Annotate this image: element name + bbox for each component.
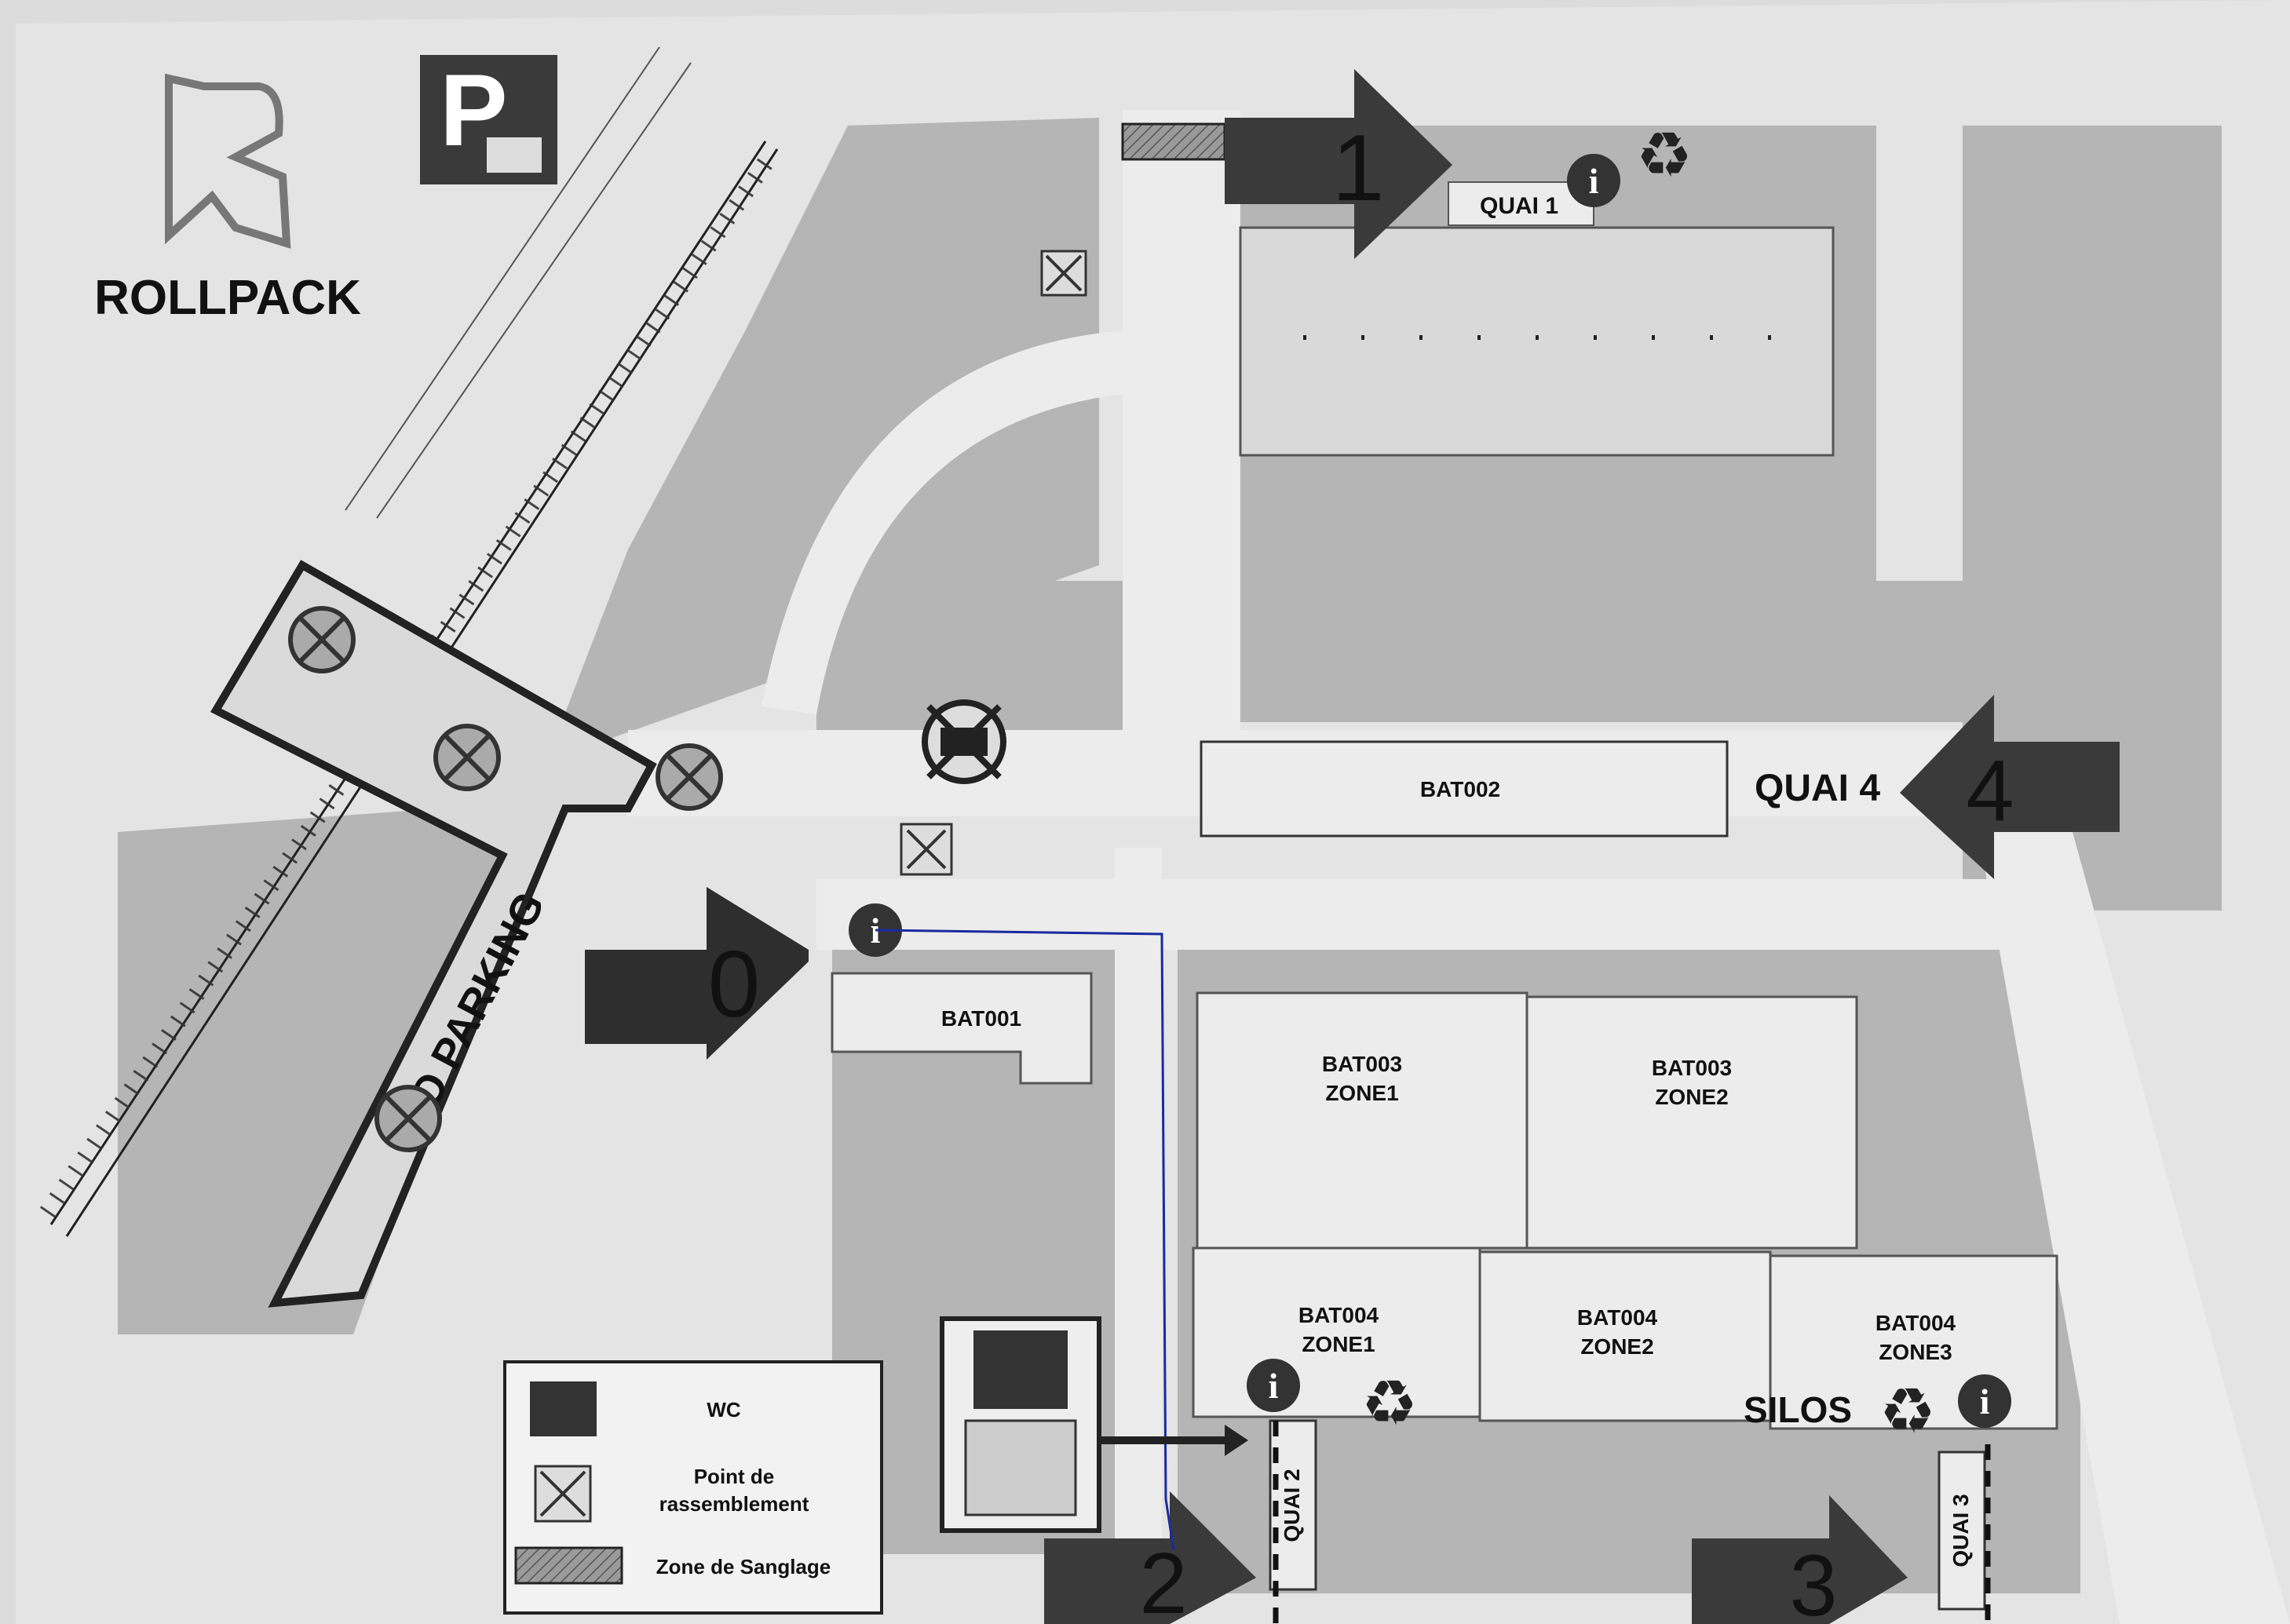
- recycle-icons: ♻ ♻ ♻: [1361, 119, 1936, 1447]
- svg-text:i: i: [1980, 1381, 1990, 1421]
- svg-text:i: i: [1269, 1366, 1279, 1406]
- info-icon: i: [1247, 1359, 1300, 1412]
- quai-3-area: [1938, 1451, 1986, 1611]
- bat002-label: BAT002: [1420, 777, 1500, 801]
- terrain-west: [118, 808, 534, 1334]
- bat001-label: BAT001: [941, 1006, 1021, 1031]
- quai-4-label: QUAI 4: [1755, 768, 1880, 809]
- strapping-zone: [1121, 122, 1226, 161]
- info-icon: i: [1567, 154, 1620, 207]
- bat003-zone1-line1: BAT003: [1322, 1052, 1402, 1076]
- road-curve: [762, 330, 1138, 714]
- wc-icon: [973, 1330, 1068, 1409]
- north-building: [1239, 226, 1835, 457]
- road-east-diagonal: [1978, 832, 2290, 1624]
- no-stopping-icon: [374, 1085, 442, 1152]
- road-south-vertical: [1115, 848, 1162, 1624]
- entrance-arrow-4: 4: [1900, 695, 2120, 879]
- entrance-arrow-2: 2: [1044, 1491, 1256, 1624]
- quai-1-label: QUAI 1: [1480, 193, 1558, 219]
- info-icon: i: [1958, 1374, 2011, 1428]
- bat003-zone1-building: [1196, 991, 1528, 1250]
- no-stopping-icon: [656, 743, 723, 811]
- bat004-zone2-line2: ZONE2: [1580, 1334, 1653, 1359]
- brand-name: ROLLPACK: [94, 271, 361, 325]
- legend-wc-icon: [530, 1381, 597, 1436]
- bat003-zone1-line2: ZONE1: [1325, 1081, 1398, 1105]
- entrance-arrow-1: 1: [1225, 69, 1452, 259]
- evacuation-route-line: [875, 929, 1175, 1551]
- entrance-arrow-0: 0: [585, 887, 809, 1060]
- no-truck-parking-icon: [922, 699, 1006, 784]
- legend-assembly-point-icon: [534, 1465, 592, 1523]
- quai-2-label: QUAI 2: [1280, 1469, 1304, 1542]
- terrain-bat002-area: [1178, 581, 2002, 722]
- entrance-arrow-3: 3: [1692, 1495, 1908, 1624]
- bat004-zone2-line1: BAT004: [1577, 1305, 1658, 1330]
- road-mid: [816, 879, 2057, 950]
- bat004-zone1-building: [1192, 1246, 1481, 1418]
- roads: [628, 110, 2290, 1624]
- legend-strapping-zone-icon: [514, 1546, 623, 1585]
- bat004-zone3-line1: BAT004: [1875, 1311, 1956, 1335]
- entrance-4-number: 4: [1966, 743, 2014, 839]
- entrance-2-number: 2: [1139, 1535, 1187, 1624]
- assembly-point-icon: [1040, 250, 1087, 297]
- no-stopping-signs: [288, 606, 723, 1152]
- quai-3-label: QUAI 3: [1949, 1494, 1973, 1567]
- entrance-3-number: 3: [1789, 1538, 1837, 1624]
- bat004-zone1-line2: ZONE1: [1302, 1332, 1375, 1356]
- recycle-icon: ♻: [1361, 1367, 1418, 1440]
- recycle-icon: ♻: [1879, 1374, 1936, 1447]
- entrance-0-number: 0: [708, 932, 761, 1037]
- legend-wc-label: WC: [707, 1398, 741, 1421]
- bat003-zone2-building: [1525, 995, 1858, 1250]
- bat001-building: [831, 972, 1093, 1085]
- entrance-1-number: 1: [1332, 115, 1385, 221]
- legend: WC Point de rassemblement Zone de Sangla…: [503, 1360, 883, 1615]
- no-stopping-icon: [288, 606, 356, 673]
- no-stopping-icon: [433, 724, 501, 791]
- truck-parking-sign: P: [420, 53, 557, 184]
- legend-assembly-label-1: Point de: [694, 1465, 775, 1488]
- bat003-zone2-line2: ZONE2: [1655, 1085, 1728, 1109]
- legend-strapping-label: Zone de Sanglage: [656, 1555, 831, 1578]
- road-north-vertical: [1123, 110, 1240, 738]
- assembly-points: [900, 250, 1087, 876]
- legend-assembly-label-2: rassemblement: [659, 1492, 809, 1516]
- bat004-zone3-line2: ZONE3: [1879, 1340, 1952, 1364]
- bat003-zone2-line1: BAT003: [1652, 1056, 1732, 1080]
- emergency-shower-icon: [964, 1419, 1077, 1516]
- truck-icon: [487, 137, 542, 173]
- bat004-zone2-building: [1478, 1250, 1772, 1422]
- recycle-icon: ♻: [1636, 119, 1693, 192]
- bat004-zone1-line1: BAT004: [1298, 1303, 1379, 1327]
- assembly-point-icon: [900, 823, 953, 876]
- rollpack-logo: ROLLPACK: [94, 73, 361, 325]
- wc-shower-panel: [940, 1316, 1248, 1533]
- svg-text:i: i: [1589, 161, 1599, 201]
- bat002-building: [1200, 740, 1729, 838]
- silos-label: SILOS: [1744, 1389, 1852, 1430]
